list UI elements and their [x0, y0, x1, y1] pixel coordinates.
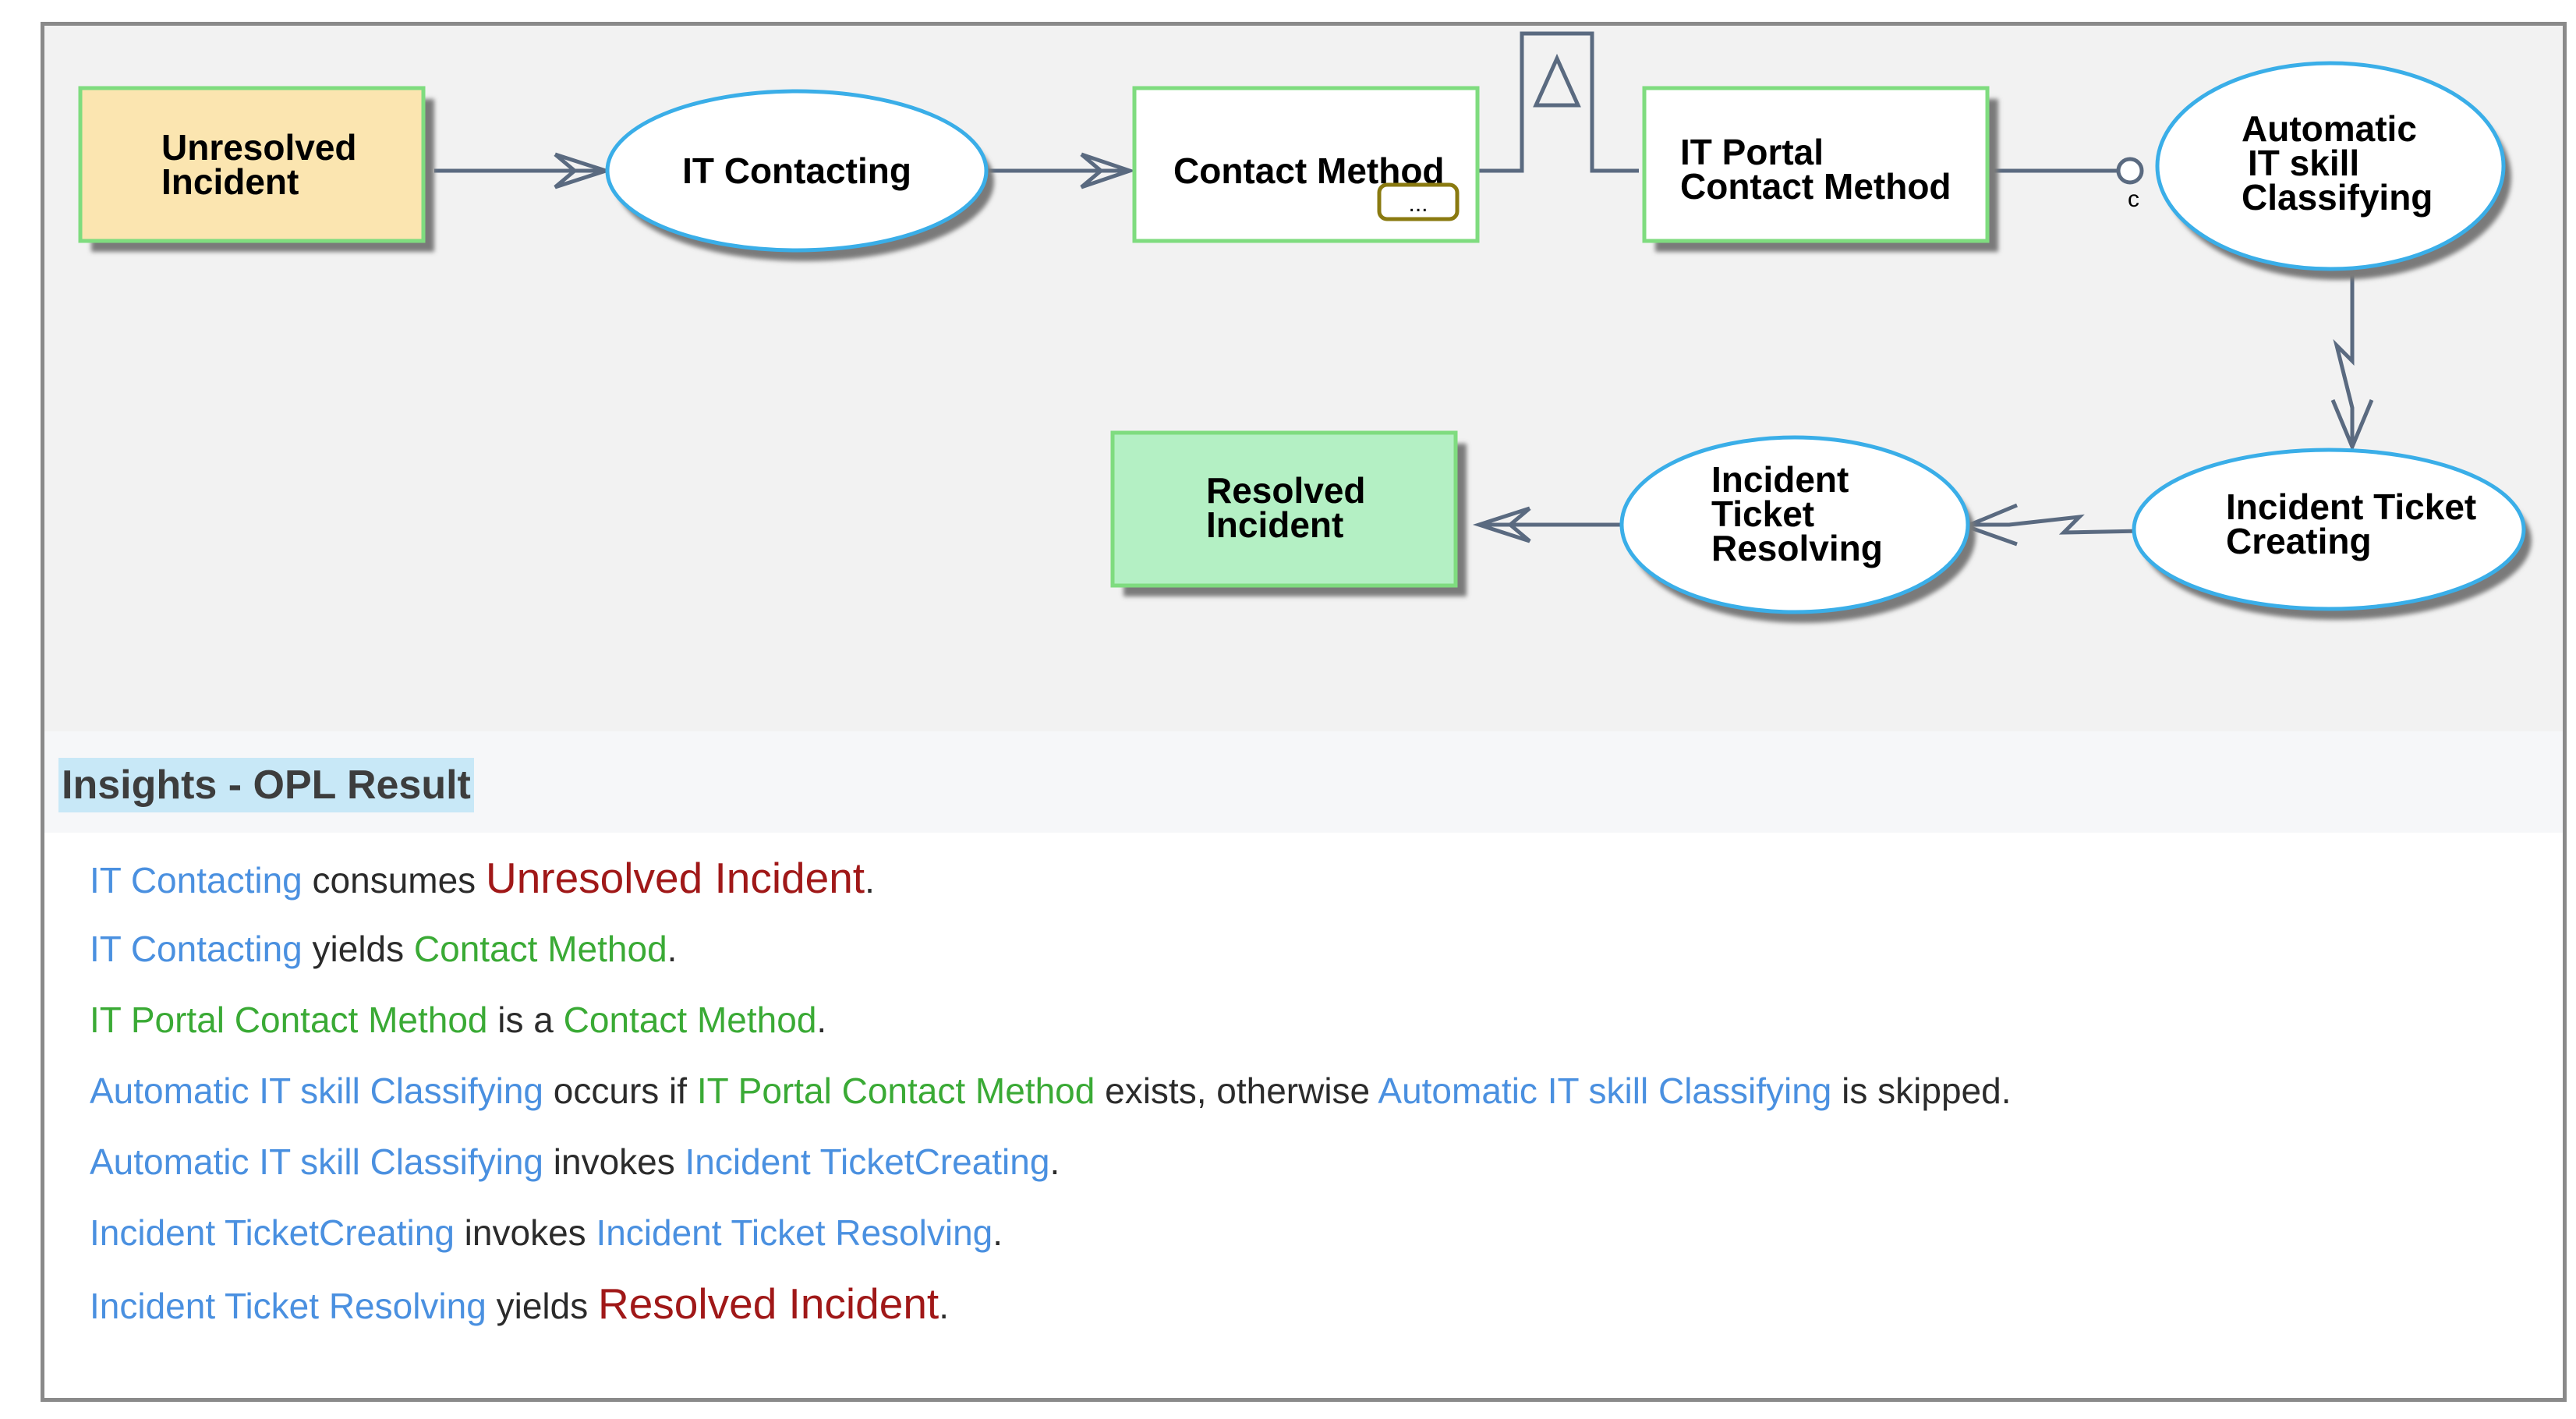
opl-text: .: [865, 860, 875, 901]
node-label: Unresolved Incident: [161, 127, 366, 202]
process-automatic-it-skill-classifying[interactable]: Automatic IT skill Classifying: [2155, 61, 2511, 280]
node-label-line: Ticket: [1711, 494, 1814, 534]
insights-header: Insights - OPL Result: [44, 731, 2563, 833]
opl-process-ref[interactable]: Incident TicketCreating: [90, 1212, 455, 1253]
node-label-line: Classifying: [2242, 177, 2433, 218]
opl-process-ref[interactable]: IT Contacting: [90, 929, 303, 969]
opl-object-ref[interactable]: Contact Method: [563, 1000, 817, 1040]
process-it-contacting[interactable]: IT Contacting: [605, 89, 994, 261]
condition-link[interactable]: [1978, 157, 2144, 185]
opl-sentence: Automatic IT skill Classifying occurs if…: [90, 1056, 2012, 1127]
node-label-line: Contact Method: [1680, 166, 1951, 207]
process-incident-ticket-resolving[interactable]: Incident Ticket Resolving: [1619, 435, 1976, 623]
node-label: Resolved Incident: [1206, 470, 1375, 545]
opl-process-ref[interactable]: Automatic IT skill Classifying: [1378, 1070, 1832, 1111]
opl-text: invokes: [454, 1212, 596, 1253]
more-states-button[interactable]: [1377, 182, 1460, 221]
opl-text: occurs if: [543, 1070, 697, 1111]
generalization-link[interactable]: [1475, 31, 1639, 173]
object-it-portal-contact-method[interactable]: IT Portal Contact Method: [1642, 86, 1998, 252]
node-label-line: IT skill: [2248, 143, 2359, 183]
opl-text: yields: [302, 929, 414, 969]
object-unresolved-incident[interactable]: Unresolved Incident: [78, 86, 434, 252]
opl-sentence: IT Contacting yields Contact Method.: [90, 914, 2012, 985]
opl-text: consumes: [302, 860, 486, 901]
process-incident-ticket-creating[interactable]: Incident Ticket Creating: [2132, 448, 2532, 620]
node-label: IT Portal Contact Method: [1680, 132, 1951, 207]
node-label-line: Resolved: [1206, 470, 1366, 511]
condition-label: c: [2128, 186, 2139, 212]
node-label-line: Incident: [161, 161, 299, 202]
opl-text: invokes: [543, 1141, 685, 1182]
node-label-line: IT Contacting: [682, 150, 911, 191]
diagram-panel: c Unresolved Incident IT Contacting: [41, 22, 2567, 1402]
node-label-line: Automatic: [2242, 108, 2417, 149]
node-label-line: Creating: [2226, 521, 2372, 561]
more-states-label: ...: [1408, 191, 1428, 217]
node-label-line: Unresolved: [161, 127, 357, 168]
opl-process-ref[interactable]: Incident Ticket Resolving: [90, 1286, 487, 1326]
node-label-line: Incident: [1206, 504, 1343, 545]
node-label: Automatic IT skill Classifying: [2242, 108, 2433, 218]
opm-diagram-canvas: c Unresolved Incident IT Contacting: [44, 26, 2563, 731]
node-label-line: Incident: [1711, 459, 1849, 500]
opl-text: .: [993, 1212, 1003, 1253]
opl-text: .: [939, 1286, 949, 1326]
result-link-contact-method[interactable]: [988, 152, 1136, 189]
opl-text: .: [1049, 1141, 1060, 1182]
opm-diagram: c Unresolved Incident IT Contacting: [78, 31, 2532, 623]
opl-process-ref[interactable]: Automatic IT skill Classifying: [90, 1070, 543, 1111]
opl-object-ref[interactable]: Unresolved Incident: [485, 854, 865, 902]
invocation-link-1[interactable]: [2330, 275, 2374, 452]
opl-object-ref[interactable]: Contact Method: [413, 929, 667, 969]
opl-sentence: Incident TicketCreating invokes Incident…: [90, 1198, 2012, 1269]
opl-sentence: IT Contacting consumes Unresolved Incide…: [90, 843, 2012, 914]
opl-text: yields: [486, 1286, 598, 1326]
node-label: IT Contacting: [682, 150, 911, 191]
invocation-link-2[interactable]: [1961, 503, 2143, 547]
node-label-line: IT Portal: [1680, 132, 1824, 172]
insights-title: Insights - OPL Result: [58, 758, 474, 812]
links: [434, 31, 2374, 547]
node-label: Incident Ticket Resolving: [1711, 459, 1883, 568]
opl-process-ref[interactable]: Automatic IT skill Classifying: [90, 1141, 543, 1182]
node-label-line: Incident Ticket: [2226, 487, 2476, 527]
opl-process-ref[interactable]: Incident TicketCreating: [685, 1141, 1050, 1182]
object-resolved-incident[interactable]: Resolved Incident: [1110, 430, 1467, 596]
consumption-link[interactable]: [434, 152, 613, 189]
opl-sentence: IT Portal Contact Method is a Contact Me…: [90, 985, 2012, 1056]
opl-process-ref[interactable]: Incident Ticket Resolving: [596, 1212, 993, 1253]
opl-text: exists, otherwise: [1095, 1070, 1378, 1111]
opl-object-ref[interactable]: Resolved Incident: [597, 1279, 939, 1328]
node-label-line: Resolving: [1711, 528, 1883, 568]
opl-process-ref[interactable]: IT Contacting: [90, 860, 303, 901]
result-link-resolved-incident[interactable]: [1472, 506, 1639, 543]
opl-text: .: [667, 929, 678, 969]
opl-object-ref[interactable]: IT Portal Contact Method: [696, 1070, 1095, 1111]
object-contact-method[interactable]: Contact Method ...: [1132, 86, 1480, 243]
opl-object-ref[interactable]: IT Portal Contact Method: [90, 1000, 488, 1040]
opl-sentence: Automatic IT skill Classifying invokes I…: [90, 1127, 2012, 1198]
opl-text: is skipped.: [1831, 1070, 2012, 1111]
opl-sentence-list: IT Contacting consumes Unresolved Incide…: [90, 843, 2012, 1339]
opl-text: is a: [487, 1000, 564, 1040]
node-label: Incident Ticket Creating: [2226, 487, 2486, 561]
opl-sentence: Incident Ticket Resolving yields Resolve…: [90, 1269, 2012, 1339]
opl-text: .: [816, 1000, 827, 1040]
